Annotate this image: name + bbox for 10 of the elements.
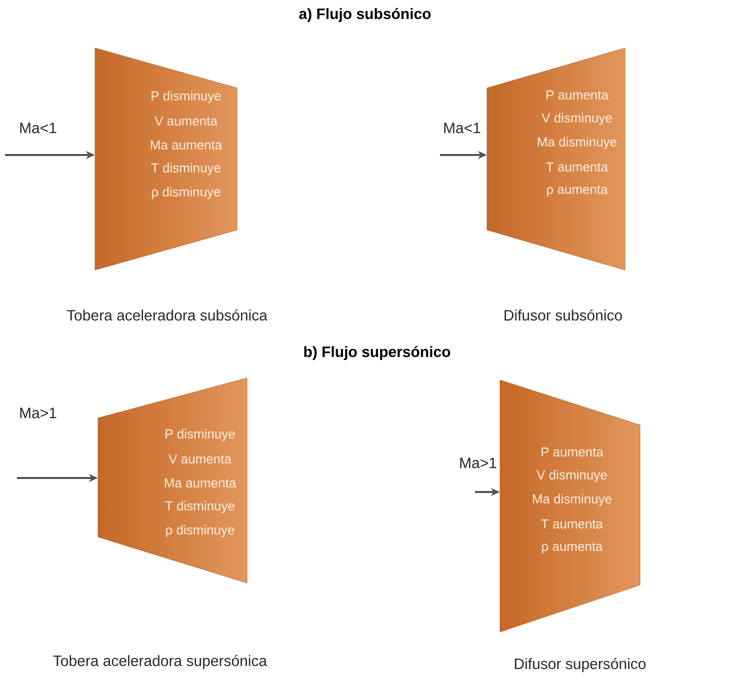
edge-label: Ma>1 — [20, 408, 56, 418]
edge-label: Ma>1 — [460, 458, 496, 468]
section-title: a) Flujo subsónico — [299, 8, 431, 22]
caption: Difusor supersónico — [514, 658, 646, 672]
caption: Difusor subsónico — [504, 309, 622, 321]
edge-label: Ma<1 — [444, 122, 480, 134]
caption: Tobera aceleradora subsónica — [66, 309, 268, 321]
caption: Tobera aceleradora supersónica — [53, 654, 268, 670]
section-title: b) Flujo supersónico — [304, 346, 450, 360]
edge-label: Ma<1 — [20, 122, 56, 134]
